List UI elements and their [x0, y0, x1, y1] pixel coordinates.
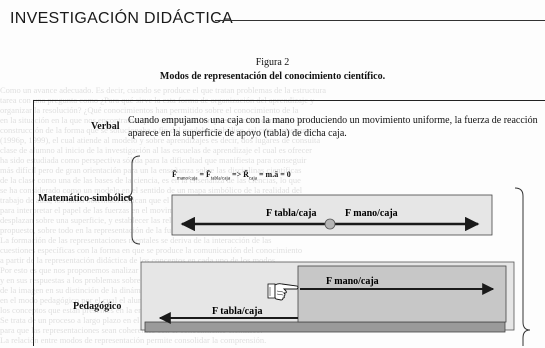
box [297, 265, 507, 323]
pedagogic-force-hand-label: F mano/caja [326, 276, 379, 287]
math-force-left-label: F tabla/caja [266, 208, 316, 219]
figure-frame [33, 100, 545, 346]
label-verbal: Verbal [91, 121, 120, 132]
figure-title: Modos de representación del conocimiento… [159, 71, 386, 82]
section-title: INVESTIGACIÓN DIDÁCTICA [10, 10, 233, 27]
table-surface [144, 321, 506, 333]
math-force-right-label: F mano/caja [345, 208, 398, 219]
brace-math [124, 155, 141, 245]
verbal-description: Cuando empujamos una caja con la mano pr… [128, 115, 538, 139]
header-rule [215, 20, 545, 21]
pedagogic-force-table-label: F tabla/caja [212, 306, 262, 317]
figure-number: Figura 2 [255, 57, 290, 68]
formula: F̄mano/caja = F̄tabla/caja => R̄caja = m… [172, 170, 291, 182]
label-math: Matemático-simbólico [38, 193, 133, 204]
brace-right [514, 187, 531, 346]
label-pedagogic: Pedagógico [73, 301, 122, 312]
math-box-point [324, 218, 336, 230]
pointing-hand-icon [267, 283, 299, 301]
figure-caption: Figura 2 Modos de representación del con… [0, 56, 545, 84]
